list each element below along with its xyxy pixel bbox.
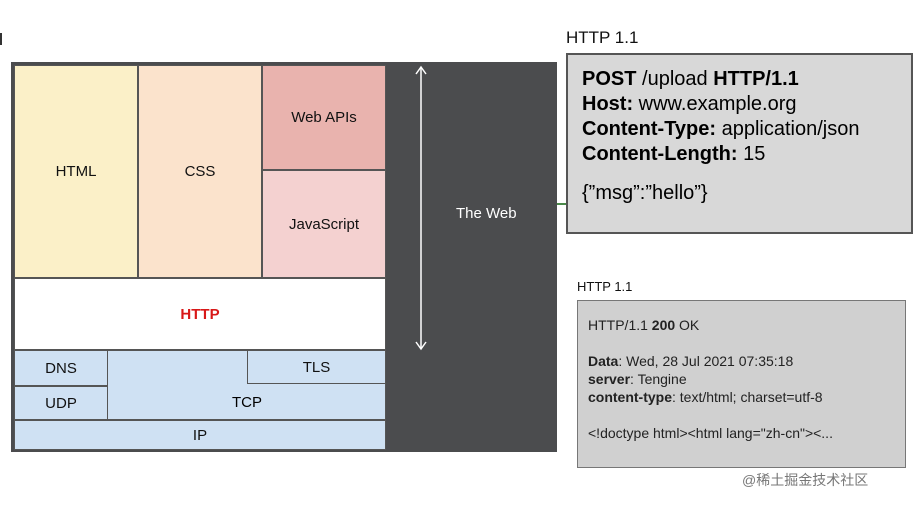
response-panel-title: HTTP 1.1 — [577, 279, 633, 294]
the-web-label: The Web — [456, 205, 517, 222]
response-content-type-value: : text/html; charset=utf-8 — [672, 389, 823, 405]
dns-block: DNS — [14, 350, 108, 386]
html-label: HTML — [55, 163, 97, 180]
vertical-double-arrow-icon — [415, 65, 427, 351]
http-request-panel: POST /upload HTTP/1.1 Host: www.example.… — [566, 53, 913, 234]
date-header: Data: Wed, 28 Jul 2021 07:35:18 — [588, 352, 895, 370]
web-stack-diagram: HTML CSS Web APIs JavaScript HTTP DNS UD… — [11, 62, 557, 452]
http-block: HTTP — [14, 278, 386, 350]
connector-mark — [557, 203, 567, 205]
status-line: HTTP/1.1 200 OK — [588, 316, 895, 334]
request-line: POST /upload HTTP/1.1 — [582, 67, 897, 92]
date-key: Data — [588, 353, 619, 369]
javascript-label: JavaScript — [288, 215, 360, 233]
web-apis-label: Web APIs — [291, 109, 357, 126]
tls-block: TLS — [247, 350, 386, 384]
content-type-value: application/json — [716, 118, 860, 140]
css-block: CSS — [138, 65, 262, 278]
javascript-block: JavaScript — [262, 170, 386, 278]
content-type-key: Content-Type: — [582, 118, 717, 140]
status-code: 200 — [651, 317, 676, 333]
request-path: /upload — [636, 68, 714, 90]
ip-block: IP — [14, 420, 386, 450]
html-block: HTML — [14, 65, 138, 278]
request-body: {”msg”:”hello”} — [582, 182, 708, 204]
content-type-header: content-type: text/html; charset=utf-8 — [588, 388, 895, 406]
status-text: OK — [675, 317, 700, 333]
status-prefix: HTTP/1.1 — [588, 317, 652, 333]
server-value: : Tengine — [630, 371, 687, 387]
server-key: server — [588, 371, 631, 387]
tls-label: TLS — [302, 358, 331, 376]
date-value: : Wed, 28 Jul 2021 07:35:18 — [618, 353, 794, 369]
udp-block: UDP — [14, 386, 108, 420]
response-content-type-key: content-type — [588, 389, 672, 405]
request-version: HTTP/1.1 — [713, 68, 799, 90]
watermark: @稀土掘金技术社区 — [742, 472, 869, 488]
request-content-type-line: Content-Type: application/json — [582, 117, 897, 142]
request-method: POST — [582, 68, 637, 90]
dns-label: DNS — [45, 359, 77, 377]
tcp-label: TCP — [232, 393, 262, 411]
request-host-line: Host: www.example.org — [582, 92, 897, 117]
content-length-key: Content-Length: — [582, 143, 738, 165]
response-body: <!doctype html><html lang="zh-cn"><... — [588, 425, 833, 441]
edge-mark — [0, 33, 2, 45]
server-header: server: Tengine — [588, 370, 895, 388]
tcp-label-wrap: TCP — [108, 384, 386, 420]
host-value: www.example.org — [633, 93, 797, 115]
http-response-panel: HTTP/1.1 200 OK Data: Wed, 28 Jul 2021 0… — [577, 300, 906, 468]
request-content-length-line: Content-Length: 15 — [582, 142, 897, 167]
css-label: CSS — [184, 163, 216, 180]
http-label: HTTP — [180, 305, 220, 323]
request-panel-title: HTTP 1.1 — [566, 28, 639, 47]
ip-label: IP — [192, 426, 208, 444]
host-key: Host: — [582, 93, 634, 115]
web-apis-block: Web APIs — [262, 65, 386, 170]
content-length-value: 15 — [737, 143, 766, 165]
udp-label: UDP — [45, 394, 77, 412]
